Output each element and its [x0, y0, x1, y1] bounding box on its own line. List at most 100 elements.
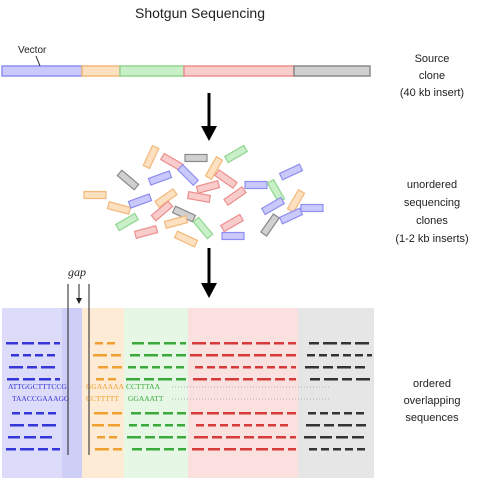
sequencing-clone-fragment [214, 168, 238, 190]
sequence-read-dash [131, 412, 141, 415]
sequence-read-dash [95, 448, 109, 451]
sequence-read-dash [255, 412, 267, 415]
sequence-read-dash [244, 436, 254, 439]
sequence-read-dash [93, 354, 107, 357]
sequence-read-dash [337, 366, 351, 369]
sequence-read-dash [288, 448, 296, 451]
sequence-read-dash [42, 424, 56, 427]
sequence-read-dash [180, 342, 186, 345]
sequence-read-dash [190, 354, 202, 357]
sequence-read-dash [243, 378, 253, 381]
band-red [188, 308, 298, 478]
sequence-read-dash [55, 378, 60, 381]
sequence-read-dash [109, 436, 117, 439]
unordered-line-1: unordered [407, 179, 457, 191]
sequencing-clone-fragment [221, 231, 245, 241]
sequence-read-dash [47, 354, 55, 357]
sequence-read-dash [226, 436, 240, 439]
orange-segment [81, 65, 121, 77]
sequence-read-dash [22, 342, 34, 345]
sequence-read-dash [112, 366, 122, 369]
sequence-read-dash [243, 366, 251, 369]
sequence-read-dash [94, 412, 108, 415]
sequence-read-dash [129, 424, 137, 427]
sequence-read-dash [38, 448, 48, 451]
sequence-read-dash [40, 436, 52, 439]
sequencing-clone-fragment [192, 216, 214, 240]
sequence-read-dash [345, 448, 353, 451]
sequence-read-dash [271, 412, 283, 415]
arrow-down-2 [201, 248, 217, 298]
source-clone-line-3: (40 kb insert) [400, 87, 464, 99]
vector-label: Vector [18, 45, 47, 56]
sequence-read-dash [163, 412, 173, 415]
sequence-read-dash [343, 354, 351, 357]
sequence-read-dash [108, 378, 116, 381]
source-clone-line-1: Source [415, 53, 450, 65]
sequencing-clone-fragment [286, 188, 306, 214]
sequence-read-dash [132, 448, 142, 451]
source-clone-line-2: clone [419, 70, 445, 82]
sequence-read-dash [6, 342, 18, 345]
sequence-read-dash [212, 436, 222, 439]
sequence-read-dash [223, 412, 235, 415]
sequence-read-dash [158, 378, 172, 381]
sequence-read-dash [225, 378, 239, 381]
ordered-line-3: sequences [405, 412, 459, 424]
sequence-read-dash [341, 342, 351, 345]
sequence-read-dash [356, 412, 364, 415]
sequencing-clone-fragment [278, 163, 304, 181]
sequence-read-dash [52, 448, 60, 451]
sequence-read-dash [7, 378, 19, 381]
gap-arrow-head [76, 298, 82, 304]
arrow-down-1 [201, 93, 217, 141]
sequence-read-dash [97, 436, 105, 439]
sequence-read-dash [333, 448, 341, 451]
ordered-line-2: overlapping [404, 395, 461, 407]
sequence-bottom-green: GGAAATT [128, 394, 164, 403]
sequence-read-dash [332, 412, 340, 415]
sequence-read-dash [220, 424, 228, 427]
sequence-read-dash [357, 448, 365, 451]
sequence-read-dash [355, 366, 365, 369]
band-gray [298, 308, 374, 478]
sequence-read-dash [232, 424, 240, 427]
sequence-read-dash [344, 412, 352, 415]
sequencing-clone-fragment [106, 201, 132, 215]
sequence-read-dash [274, 342, 284, 345]
sequence-read-dash [352, 436, 364, 439]
sequence-read-dash [126, 378, 140, 381]
sequence-read-dash [304, 436, 316, 439]
sequencing-clone-fragment [176, 163, 200, 187]
sequence-read-dash [130, 354, 140, 357]
sequence-read-dash [210, 342, 220, 345]
sequencing-clone-fragment [244, 180, 268, 190]
sequence-read-dash [305, 366, 319, 369]
sequencing-clone-fragment [260, 196, 286, 216]
sequence-read-dash [39, 378, 51, 381]
sequence-read-dash [127, 436, 141, 439]
sequence-top-blue: ATTGGCTTTCCG [8, 382, 67, 391]
sequence-read-dash [224, 448, 236, 451]
diagram-title: Shotgun Sequencing [135, 5, 265, 21]
sequence-read-dash [48, 412, 56, 415]
sequence-bottom-orange: CCTTTTT [86, 394, 119, 403]
unordered-clones-label: unordered sequencing clones (1-2 kb inse… [395, 179, 468, 245]
sequence-read-dash [193, 378, 207, 381]
green-segment [119, 65, 185, 77]
sequence-read-dash [208, 448, 220, 451]
sequence-read-dash [319, 354, 327, 357]
sequence-read-dash [207, 412, 219, 415]
sequence-read-dash [310, 378, 320, 381]
sequence-read-dash [146, 448, 160, 451]
sequencing-clone-fragment [278, 207, 304, 225]
sequence-read-dash [222, 354, 234, 357]
sequence-read-dash [320, 412, 328, 415]
sequence-read-dash [276, 436, 286, 439]
sequence-read-dash [177, 436, 186, 439]
sequence-read-dash [291, 366, 296, 369]
sequence-read-dash [28, 424, 38, 427]
sequence-read-dash [287, 412, 296, 415]
sequencing-clone-fragment [223, 185, 247, 207]
sequence-top-green: CCTTTAA [126, 382, 161, 391]
